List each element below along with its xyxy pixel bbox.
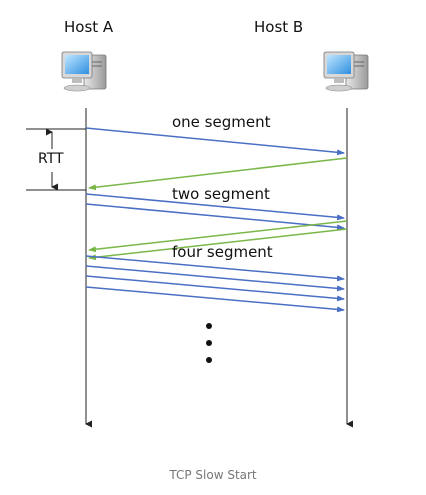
data-segment-arrow xyxy=(85,286,345,313)
host-a-label: Host A xyxy=(64,18,114,36)
figure-caption: TCP Slow Start xyxy=(169,468,257,482)
host-b-label: Host B xyxy=(254,18,304,36)
continuation-dot xyxy=(206,340,212,346)
segment-label-two: two segment xyxy=(172,185,270,203)
segment-label-four: four segment xyxy=(172,243,273,261)
data-segment-arrow xyxy=(85,275,345,302)
segment-label-one: one segment xyxy=(172,113,271,131)
ack-arrow xyxy=(88,220,348,253)
data-segment-arrow xyxy=(85,193,345,221)
ack-arrow xyxy=(88,228,348,261)
data-segment-arrow xyxy=(85,265,345,292)
host-a-computer-icon xyxy=(61,51,107,92)
data-segment-arrow xyxy=(85,203,345,231)
data-segment-arrow xyxy=(85,255,345,282)
continuation-dot xyxy=(206,357,212,363)
rtt-label: RTT xyxy=(38,151,64,167)
ack-arrow xyxy=(88,157,348,191)
host-b-computer-icon xyxy=(323,51,369,92)
data-segment-arrow xyxy=(85,127,345,156)
continuation-dot xyxy=(206,323,212,329)
